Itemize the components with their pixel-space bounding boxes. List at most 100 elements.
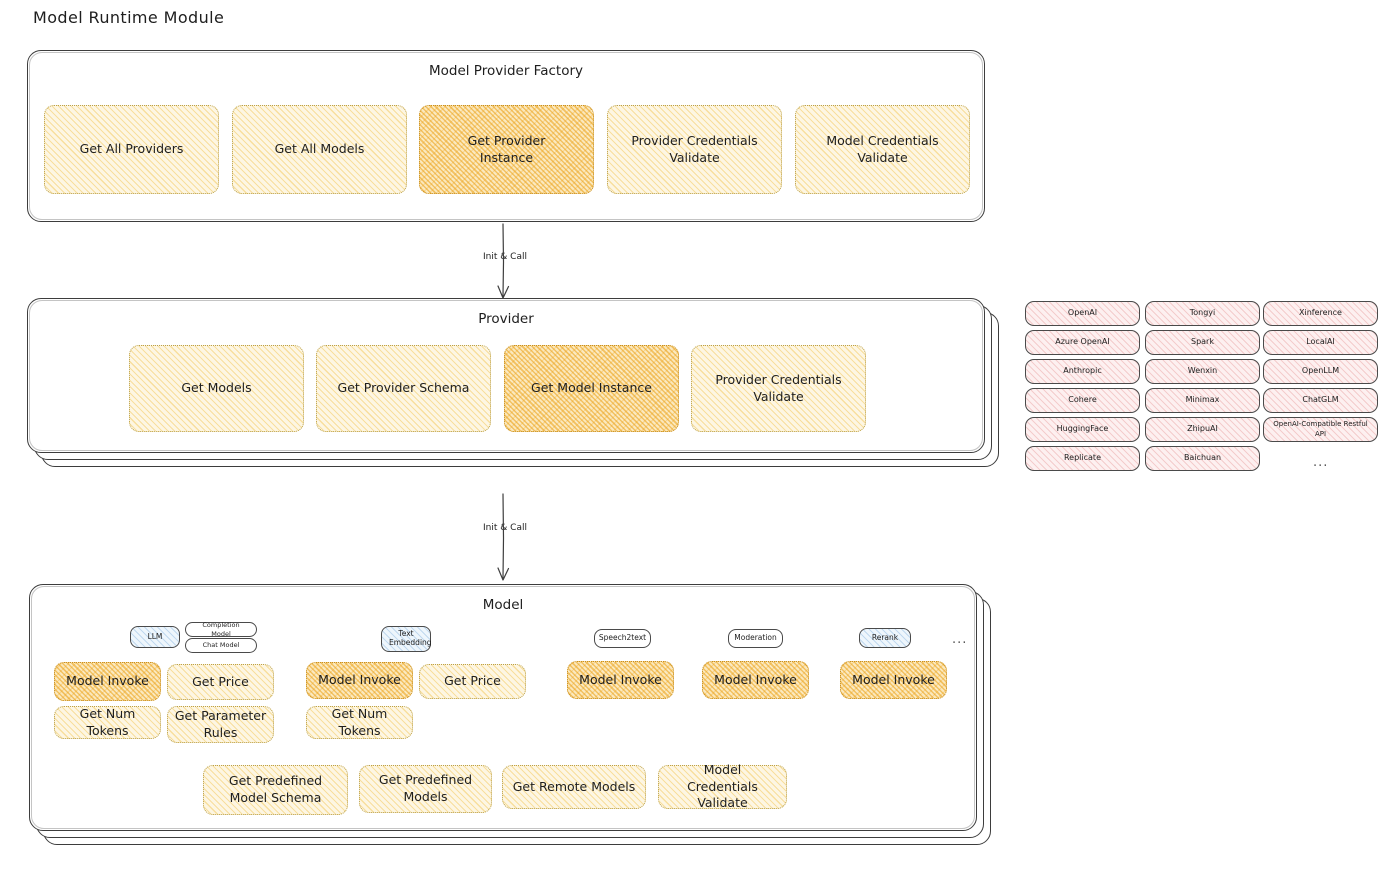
node-label: Provider Credentials Validate bbox=[715, 371, 842, 404]
provider-pill-label: Anthropic bbox=[1063, 366, 1102, 376]
badge-label: Chat Model bbox=[202, 641, 240, 650]
node-get-all-models[interactable]: Get All Models bbox=[232, 105, 407, 194]
page-title: Model Runtime Module bbox=[33, 8, 225, 27]
node-llm-get-parameter-rules[interactable]: Get Parameter Rules bbox=[167, 706, 274, 743]
badge-label: Rerank bbox=[871, 632, 899, 642]
model-type-badge-rerank[interactable]: Rerank bbox=[859, 628, 911, 648]
provider-pill-label: Wenxin bbox=[1187, 366, 1218, 376]
connector-factory-to-provider bbox=[497, 223, 510, 299]
node-speech2text-model-invoke[interactable]: Model Invoke bbox=[567, 661, 674, 699]
provider-pill-label: HuggingFace bbox=[1056, 424, 1109, 434]
provider-pill-label: Replicate bbox=[1063, 453, 1101, 463]
provider-pill-label: ZhipuAI bbox=[1187, 424, 1218, 434]
provider-pill-replicate[interactable]: Replicate bbox=[1025, 446, 1140, 471]
provider-pill-chatglm[interactable]: ChatGLM bbox=[1263, 388, 1378, 413]
provider-pill-label: Xinference bbox=[1299, 308, 1342, 318]
node-provider-credentials-validate-2[interactable]: Provider Credentials Validate bbox=[691, 345, 866, 432]
node-label: Get Predefined Model Schema bbox=[228, 773, 323, 805]
node-model-credentials-validate-2[interactable]: Model Credentials Validate bbox=[658, 762, 787, 810]
node-label: Get Provider Schema bbox=[337, 380, 470, 396]
provider-pill-minimax[interactable]: Minimax bbox=[1145, 388, 1260, 413]
node-label: Model Invoke bbox=[852, 671, 935, 687]
node-text-embedding-model-invoke[interactable]: Model Invoke bbox=[306, 662, 413, 699]
provider-pill-label: OpenAI-Compatible Restful API bbox=[1273, 420, 1368, 438]
node-model-credentials-validate[interactable]: Model Credentials Validate bbox=[795, 105, 970, 194]
node-label: Get All Models bbox=[274, 141, 365, 157]
provider-pill-openllm[interactable]: OpenLLM bbox=[1263, 359, 1378, 384]
provider-pill-label: OpenLLM bbox=[1301, 366, 1340, 376]
provider-pill-tongyi[interactable]: Tongyi bbox=[1145, 301, 1260, 326]
node-label: Get Model Instance bbox=[531, 380, 652, 396]
node-label: Provider Credentials Validate bbox=[631, 132, 758, 165]
node-get-provider-instance[interactable]: Get Provider Instance bbox=[419, 105, 594, 194]
node-label: Get Provider Instance bbox=[467, 132, 546, 165]
provider-pill-wenxin[interactable]: Wenxin bbox=[1145, 359, 1260, 384]
node-get-remote-models[interactable]: Get Remote Models bbox=[502, 765, 646, 809]
provider-pill-azure-openai[interactable]: Azure OpenAI bbox=[1025, 330, 1140, 355]
provider-list-ellipsis: ... bbox=[1313, 455, 1329, 470]
badge-label: Text Embedding bbox=[389, 629, 432, 647]
provider-pill-zhipuai[interactable]: ZhipuAI bbox=[1145, 417, 1260, 442]
connector-2-label: Init & Call bbox=[483, 523, 527, 533]
node-label: Model Invoke bbox=[66, 673, 149, 689]
node-label: Get Parameter Rules bbox=[174, 707, 267, 740]
provider-pill-anthropic[interactable]: Anthropic bbox=[1025, 359, 1140, 384]
node-label: Get Remote Models bbox=[512, 778, 636, 794]
provider-pill-label: Tongyi bbox=[1189, 308, 1216, 318]
node-get-predefined-models[interactable]: Get Predefined Models bbox=[359, 765, 492, 813]
node-get-model-instance[interactable]: Get Model Instance bbox=[504, 345, 679, 432]
node-moderation-model-invoke[interactable]: Model Invoke bbox=[702, 661, 809, 699]
provider-pill-openai[interactable]: OpenAI bbox=[1025, 301, 1140, 326]
node-label: Model Credentials Validate bbox=[826, 132, 939, 165]
model-provider-factory-title: Model Provider Factory bbox=[428, 63, 583, 79]
model-type-badge-llm[interactable]: LLM bbox=[130, 626, 180, 648]
node-get-provider-schema[interactable]: Get Provider Schema bbox=[316, 345, 491, 432]
node-llm-get-price[interactable]: Get Price bbox=[167, 664, 274, 700]
provider-pill-label: Cohere bbox=[1068, 395, 1097, 405]
node-label: Get Price bbox=[192, 673, 249, 689]
node-label: Get Num Tokens bbox=[79, 705, 136, 738]
provider-pill-huggingface[interactable]: HuggingFace bbox=[1025, 417, 1140, 442]
provider-pill-label: Azure OpenAI bbox=[1055, 337, 1110, 347]
provider-pill-baichuan[interactable]: Baichuan bbox=[1145, 446, 1260, 471]
provider-pill-xinference[interactable]: Xinference bbox=[1263, 301, 1378, 326]
node-llm-model-invoke[interactable]: Model Invoke bbox=[54, 662, 161, 701]
provider-title: Provider bbox=[478, 311, 534, 327]
model-type-badge-moderation[interactable]: Moderation bbox=[728, 629, 783, 648]
model-subtype-badge-chat-model[interactable]: Chat Model bbox=[185, 638, 257, 653]
node-text-embedding-get-price[interactable]: Get Price bbox=[419, 664, 526, 699]
provider-pill-spark[interactable]: Spark bbox=[1145, 330, 1260, 355]
provider-pill-label: Spark bbox=[1191, 337, 1214, 347]
node-label: Get All Providers bbox=[79, 141, 184, 157]
node-text-embedding-get-num-tokens[interactable]: Get Num Tokens bbox=[306, 706, 413, 739]
model-types-ellipsis: ... bbox=[952, 632, 968, 647]
node-label: Model Invoke bbox=[579, 671, 662, 687]
connector-provider-to-model bbox=[497, 493, 510, 581]
badge-label: Moderation bbox=[734, 633, 777, 643]
provider-pill-label: Baichuan bbox=[1183, 453, 1222, 463]
node-label: Get Models bbox=[181, 380, 252, 396]
badge-label: Speech2text bbox=[598, 633, 647, 643]
node-label: Model Invoke bbox=[318, 672, 401, 688]
node-label: Get Num Tokens bbox=[331, 705, 388, 738]
node-get-models[interactable]: Get Models bbox=[129, 345, 304, 432]
provider-pill-label: LocalAI bbox=[1306, 337, 1335, 347]
node-get-predefined-model-schema[interactable]: Get Predefined Model Schema bbox=[203, 765, 348, 815]
node-provider-credentials-validate[interactable]: Provider Credentials Validate bbox=[607, 105, 782, 194]
node-llm-get-num-tokens[interactable]: Get Num Tokens bbox=[54, 706, 161, 739]
provider-pill-localai[interactable]: LocalAI bbox=[1263, 330, 1378, 355]
provider-pill-label: ChatGLM bbox=[1302, 395, 1339, 405]
node-get-all-providers[interactable]: Get All Providers bbox=[44, 105, 219, 194]
model-subtype-badge-completion-model[interactable]: Completion Model bbox=[185, 621, 257, 638]
node-label: Model Invoke bbox=[714, 671, 797, 687]
provider-pill-cohere[interactable]: Cohere bbox=[1025, 388, 1140, 413]
model-type-badge-text-embedding[interactable]: Text Embedding bbox=[381, 626, 432, 652]
node-label: Get Price bbox=[444, 673, 501, 689]
provider-pill-openai-compatible-restful-api[interactable]: OpenAI-Compatible Restful API bbox=[1263, 417, 1378, 442]
model-title: Model bbox=[482, 597, 524, 613]
badge-label: LLM bbox=[147, 631, 163, 641]
model-type-badge-speech2text[interactable]: Speech2text bbox=[594, 629, 651, 648]
node-label: Get Predefined Models bbox=[378, 772, 473, 804]
node-rerank-model-invoke[interactable]: Model Invoke bbox=[840, 661, 947, 699]
